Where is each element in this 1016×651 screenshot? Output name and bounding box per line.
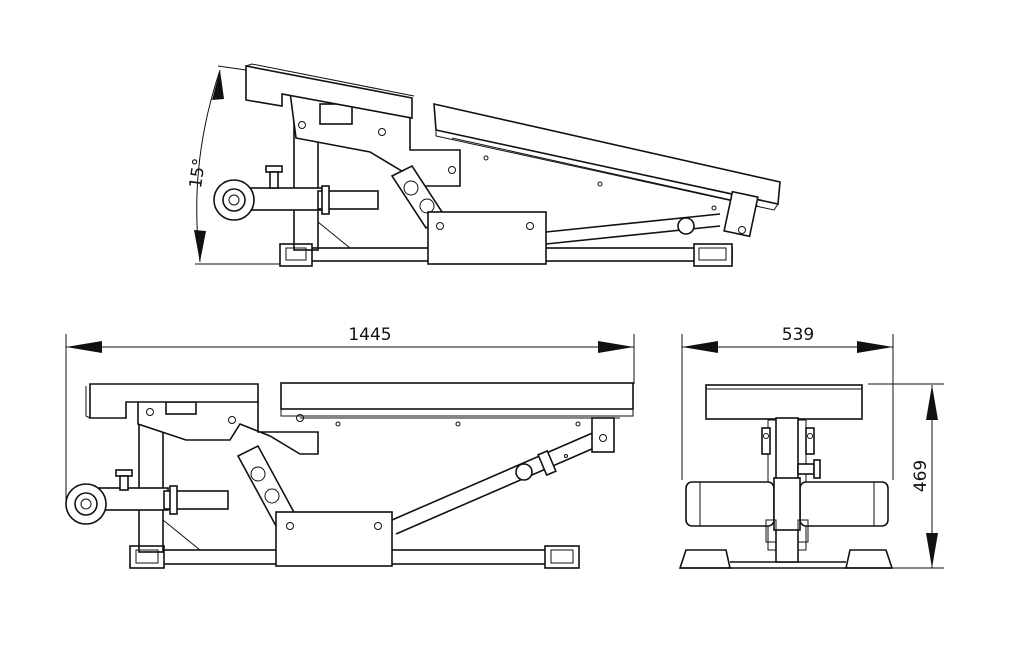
front-foot xyxy=(544,545,580,569)
roller-right xyxy=(799,481,889,527)
width-dimension: 539 xyxy=(681,325,894,480)
angle-dimension: 15° xyxy=(186,65,285,265)
rear-foot xyxy=(279,243,313,267)
side-view-inclined: 15° xyxy=(186,63,781,267)
length-label: 1445 xyxy=(348,325,391,345)
front-view: 539 469 xyxy=(678,325,944,569)
transport-wheel xyxy=(213,179,255,221)
rear-foot xyxy=(129,545,165,569)
pop-pin-knob xyxy=(115,469,133,491)
height-dimension: 469 xyxy=(868,383,944,569)
angle-label: 15° xyxy=(186,157,210,190)
width-label: 539 xyxy=(782,325,814,345)
transport-wheel xyxy=(65,483,107,525)
side-view-flat: 1445 xyxy=(65,325,635,569)
height-label: 469 xyxy=(911,460,931,492)
length-dimension: 1445 xyxy=(65,325,635,500)
roller-left xyxy=(685,481,775,527)
pop-pin-knob xyxy=(265,165,283,189)
